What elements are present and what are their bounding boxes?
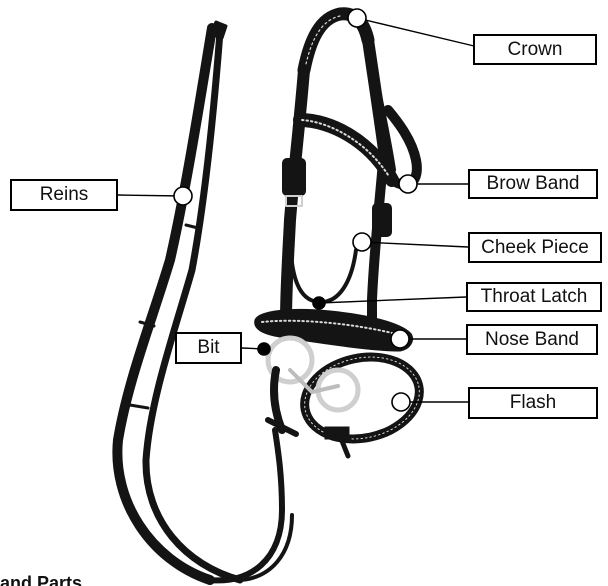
brow-band-illustration: [300, 110, 417, 185]
cheek-piece-label: Cheek Piece: [468, 232, 602, 263]
cheek-piece-marker: [353, 233, 371, 251]
throat-latch-illustration: [290, 230, 356, 302]
reins-illustration: [117, 22, 292, 580]
nose-band-label: Nose Band: [466, 324, 598, 355]
throat-latch-marker: [313, 297, 325, 309]
flash-marker: [392, 393, 410, 411]
caption-text: and Parts: [0, 573, 82, 586]
nose-band-marker: [391, 330, 409, 348]
cropped-caption: and Parts: [0, 566, 140, 586]
brow-band-marker: [399, 175, 417, 193]
crown-label: Crown: [473, 34, 597, 65]
crown-marker: [348, 9, 366, 27]
reins-marker: [174, 187, 192, 205]
bit-marker: [258, 343, 270, 355]
flash-label: Flash: [468, 387, 598, 419]
reins-label: Reins: [10, 179, 118, 211]
brow-band-label: Brow Band: [468, 169, 598, 199]
throat-latch-label: Throat Latch: [466, 282, 602, 312]
bit-label: Bit: [175, 332, 242, 364]
nose-band-illustration: [256, 310, 412, 350]
